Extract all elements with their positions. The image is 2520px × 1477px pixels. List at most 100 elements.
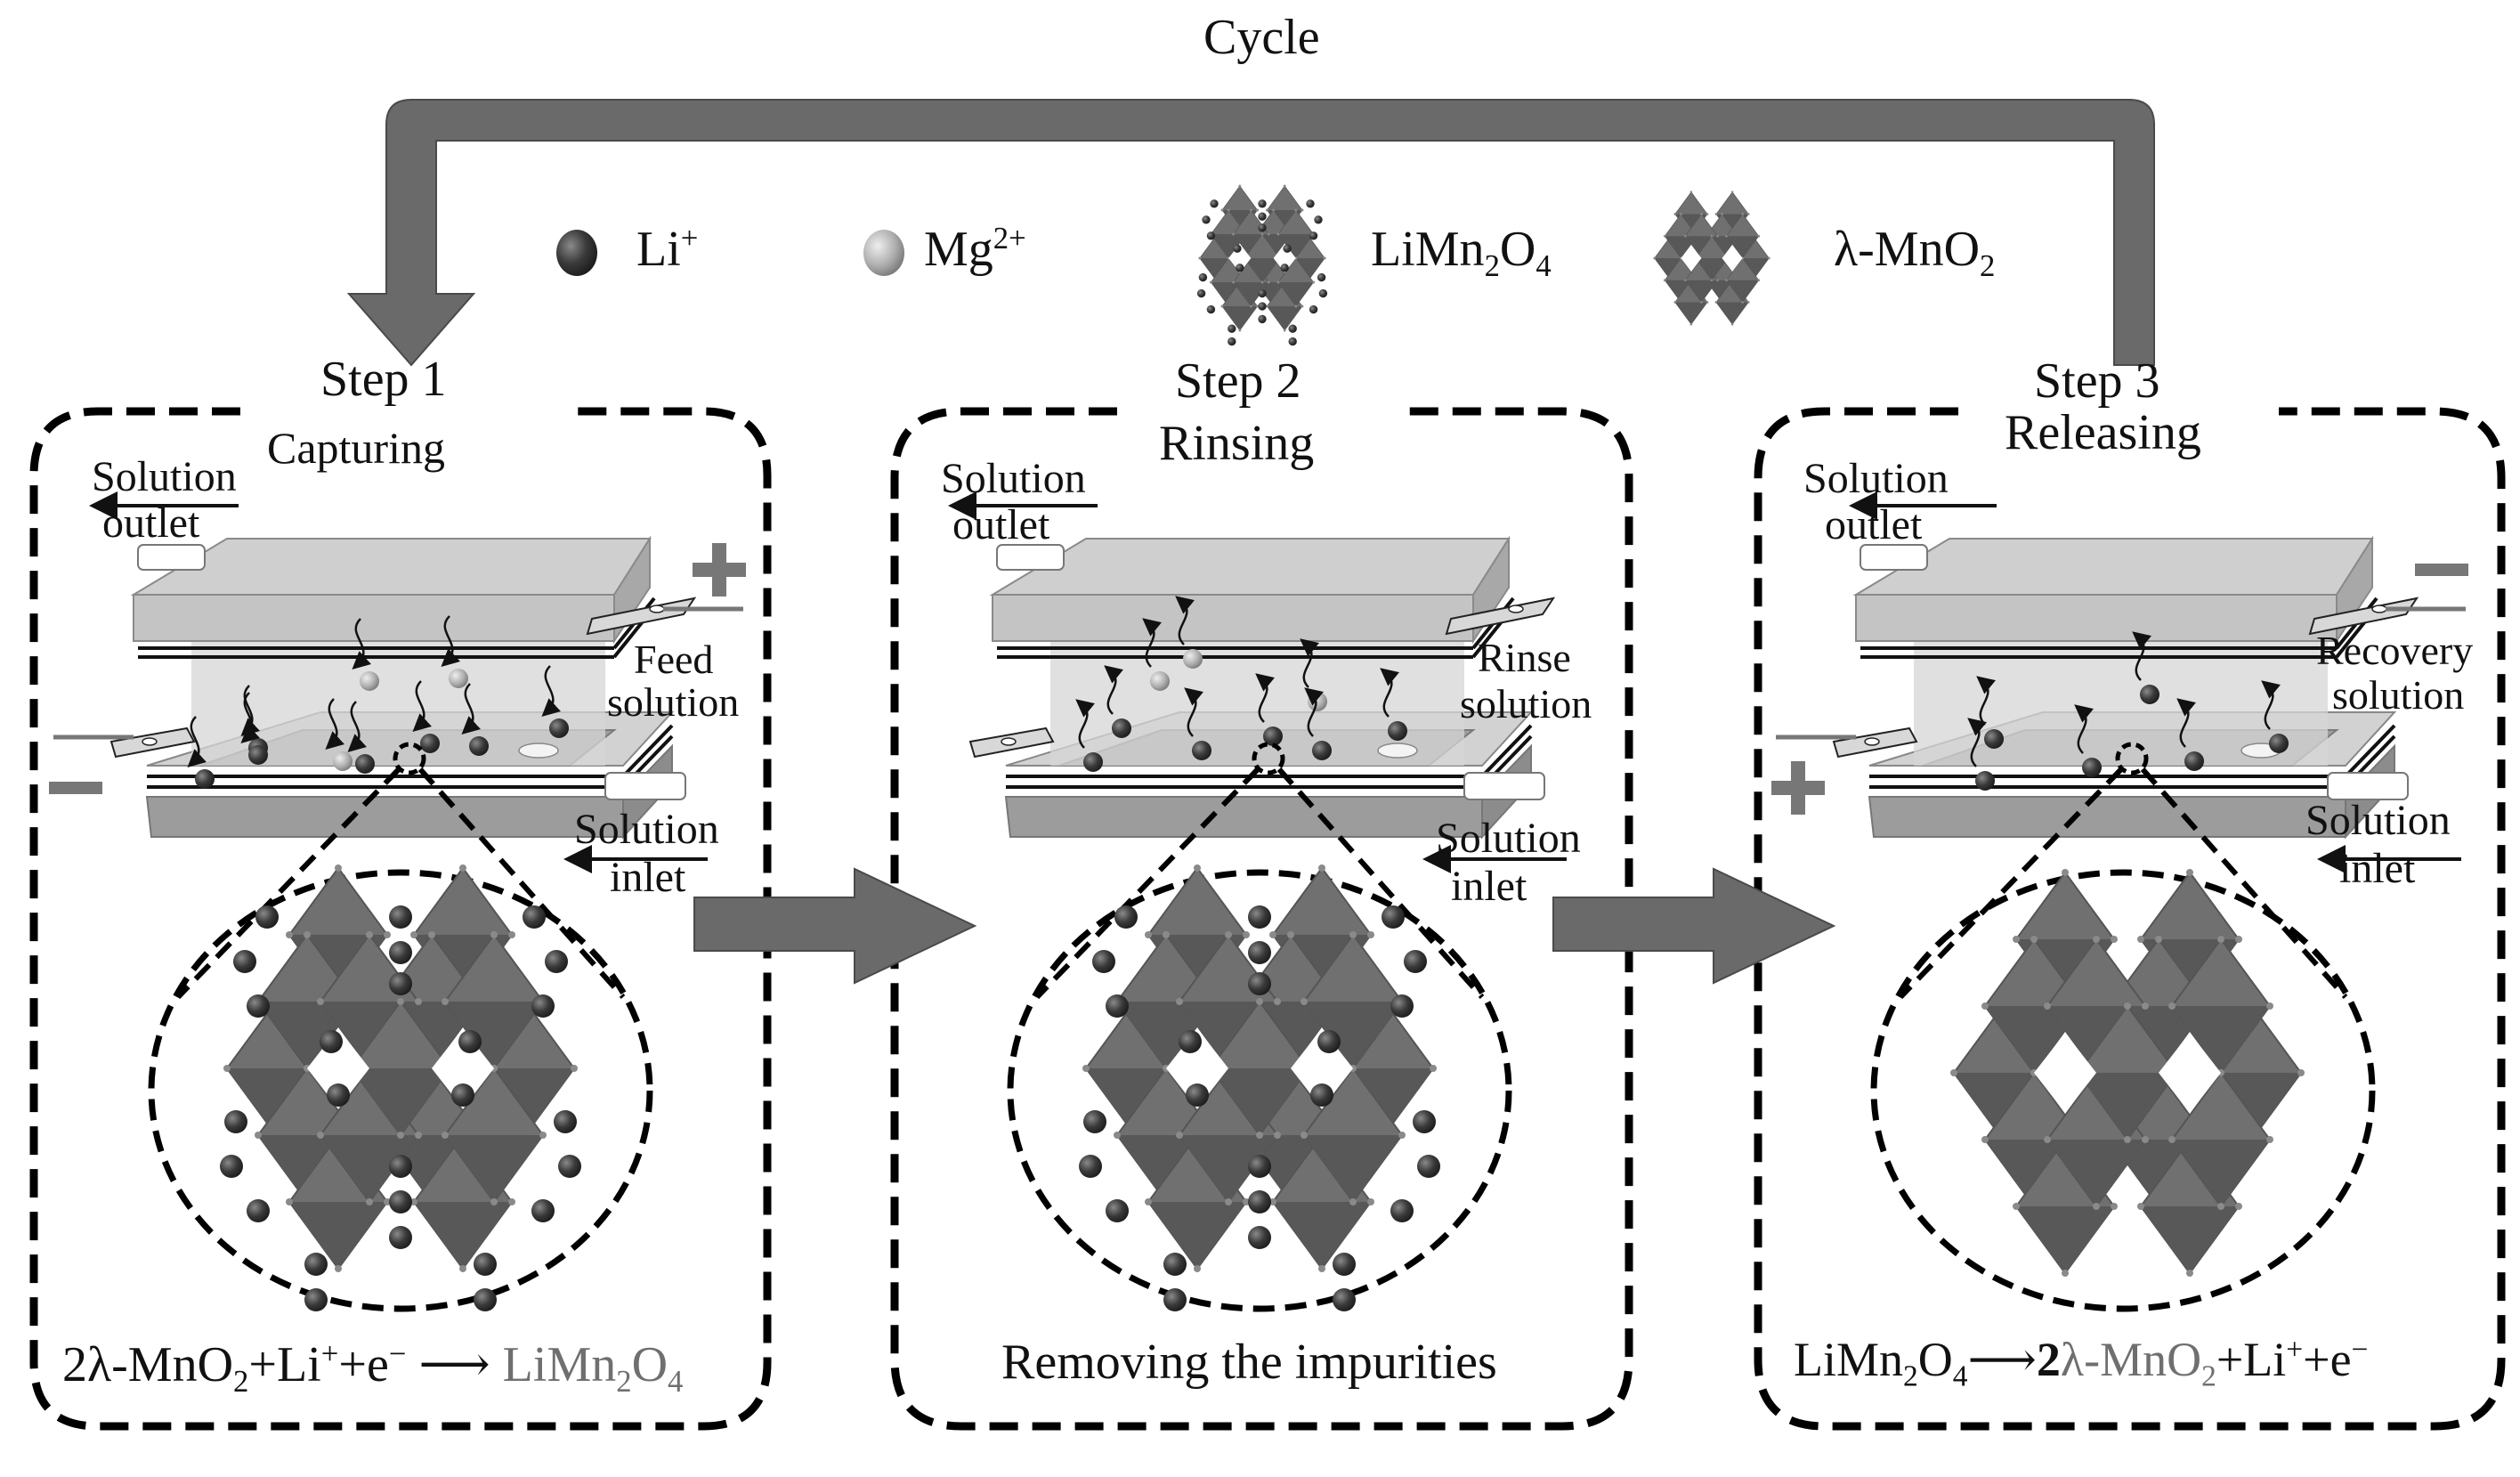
ion-motion-arrow xyxy=(1300,638,1320,688)
oxygen-atom xyxy=(1689,191,1693,194)
oxygen-atom xyxy=(1243,1198,1250,1205)
ion-motion-arrow xyxy=(240,692,260,744)
oxygen-atom xyxy=(1981,1002,1989,1010)
li-ion xyxy=(1975,771,1995,791)
li-ion xyxy=(1196,288,1206,298)
li-ion xyxy=(1314,215,1323,224)
ion-motion-arrow xyxy=(441,615,460,668)
oxygen-atom xyxy=(1294,208,1298,212)
outlet-tube xyxy=(996,544,1065,571)
step-2-cell xyxy=(948,491,1567,1312)
oxygen-atom xyxy=(1741,213,1744,215)
mg-ion xyxy=(1183,649,1203,669)
oxygen-atom xyxy=(2142,1136,2149,1143)
oxygen-atom xyxy=(2030,936,2038,943)
mno6-octahedron-shade xyxy=(1117,1002,1215,1068)
bottom-plate-front xyxy=(1868,796,2346,838)
mno6-octahedron-shade xyxy=(1726,280,1759,303)
step-2-title: Step 2 xyxy=(1175,353,1301,409)
oxygen-atom xyxy=(1256,998,1263,1005)
terminal-hole xyxy=(649,605,665,613)
bottom-electrode-layer xyxy=(1480,724,1533,778)
li-ion xyxy=(1079,1155,1102,1178)
oxygen-atom xyxy=(459,1265,466,1272)
magnify-cone-left xyxy=(1034,767,1260,1000)
step-1-solution-label-1: Feed xyxy=(634,637,714,682)
ion-motion-arrow xyxy=(1075,699,1096,749)
step-2-solution-label-1: Rinse xyxy=(1478,635,1571,680)
magnify-cone-right xyxy=(1276,767,1485,999)
top-plate-front xyxy=(133,594,615,642)
step-1-solution-label-2: solution xyxy=(607,679,740,725)
li-ion xyxy=(1333,1253,1356,1276)
oxygen-atom xyxy=(508,931,515,938)
mno6-octahedron-shade xyxy=(1222,306,1258,330)
channel-void xyxy=(1228,243,1252,273)
mno6-octahedron-shade xyxy=(1211,1068,1309,1135)
li-ion xyxy=(1083,1110,1106,1133)
oxygen-atom xyxy=(1714,213,1718,215)
ion-motion-arrow xyxy=(1184,687,1204,737)
oxygen-atom xyxy=(1683,279,1687,282)
step-2-subtitle: Rinsing xyxy=(1159,416,1315,471)
oxygen-atom xyxy=(1114,1132,1121,1139)
oxygen-atom xyxy=(2168,1002,2176,1010)
li-ion xyxy=(233,950,256,973)
oxygen-atom xyxy=(1398,1132,1406,1139)
oxygen-atom xyxy=(2217,936,2224,943)
oxygen-atom xyxy=(1301,208,1304,212)
step-1-inlet-label-1: Solution xyxy=(574,806,719,853)
oxygen-atom xyxy=(1680,213,1682,215)
li-ion xyxy=(1333,1288,1356,1311)
oxygen-atom xyxy=(366,1198,373,1205)
li-ion xyxy=(2184,751,2204,771)
oxygen-atom xyxy=(1232,232,1236,236)
oxygen-atom xyxy=(2266,1136,2273,1143)
oxygen-atom xyxy=(384,1198,391,1205)
oxygen-atom xyxy=(2137,936,2144,943)
oxygen-atom xyxy=(1349,931,1357,938)
li-ion xyxy=(1258,314,1267,324)
step-3-solution-label-1: Recovery xyxy=(2316,628,2474,673)
oxygen-atom xyxy=(317,998,324,1005)
oxygen-atom xyxy=(1249,304,1252,308)
oxygen-atom xyxy=(1700,301,1703,304)
oxygen-atom xyxy=(1981,1136,1989,1143)
oxygen-atom xyxy=(1768,256,1770,260)
mg-ion-sphere-icon xyxy=(863,230,904,276)
oxygen-atom xyxy=(2093,936,2100,943)
magnified-crystal-view xyxy=(1870,869,2376,1312)
li-ion xyxy=(558,1155,581,1178)
oxygen-atom xyxy=(1287,931,1294,938)
magnify-spot xyxy=(1252,742,1285,775)
oxygen-atom xyxy=(1249,208,1252,212)
oxygen-atom xyxy=(2235,936,2242,943)
inlet-tube xyxy=(1463,772,1545,800)
bottom-plate-front xyxy=(1004,796,1483,838)
step-2-outlet-label-1: Solution xyxy=(941,455,1086,502)
oxygen-atom xyxy=(490,931,498,938)
step-1-frame xyxy=(29,407,772,1431)
li-ion xyxy=(1404,950,1427,973)
ion-motion-arrow xyxy=(1967,718,1988,767)
mno6-octahedron-shade xyxy=(1665,236,1698,258)
li-ion xyxy=(1206,304,1216,314)
oxygen-atom xyxy=(1198,256,1202,260)
oxygen-atom xyxy=(571,1065,578,1072)
li-ion xyxy=(389,1155,412,1178)
li-ion xyxy=(1112,718,1131,738)
oxygen-atom xyxy=(1689,322,1693,326)
legend-limn2o4-label: LiMn2O4 xyxy=(1371,222,1552,284)
li-ion xyxy=(1228,337,1236,346)
li-ion xyxy=(1317,272,1326,282)
li-ion xyxy=(389,972,412,995)
step-2-inlet-label-2: inlet xyxy=(1451,863,1527,910)
oxygen-atom xyxy=(1225,1198,1232,1205)
limn2o4-crystal-icon xyxy=(1196,184,1328,346)
oxygen-atom xyxy=(2124,1002,2131,1010)
ion-motion-arrow xyxy=(1304,687,1325,737)
li-ion xyxy=(1306,199,1315,208)
oxygen-atom xyxy=(1227,208,1230,212)
magnify-cone-left xyxy=(175,767,401,1000)
oxygen-atom xyxy=(2235,1203,2242,1210)
